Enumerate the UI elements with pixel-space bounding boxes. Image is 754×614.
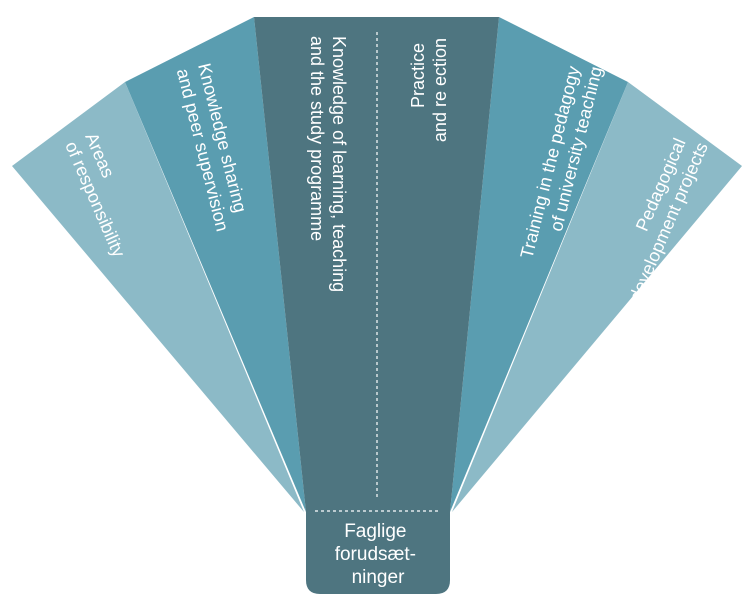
segment-right — [450, 17, 628, 512]
base-box — [306, 512, 450, 594]
label-faglige-forudsaetninger: Faglige forudsæt- ninger — [335, 521, 422, 588]
segment-far-left — [12, 82, 304, 512]
label-practice-and-reflection: Practice and re ection — [408, 38, 450, 142]
label-knowledge-of-learning: Knowledge of learning, teaching and the … — [307, 36, 349, 297]
segment-center — [254, 17, 499, 512]
segment-far-right — [452, 82, 742, 512]
segment-left — [125, 17, 306, 512]
